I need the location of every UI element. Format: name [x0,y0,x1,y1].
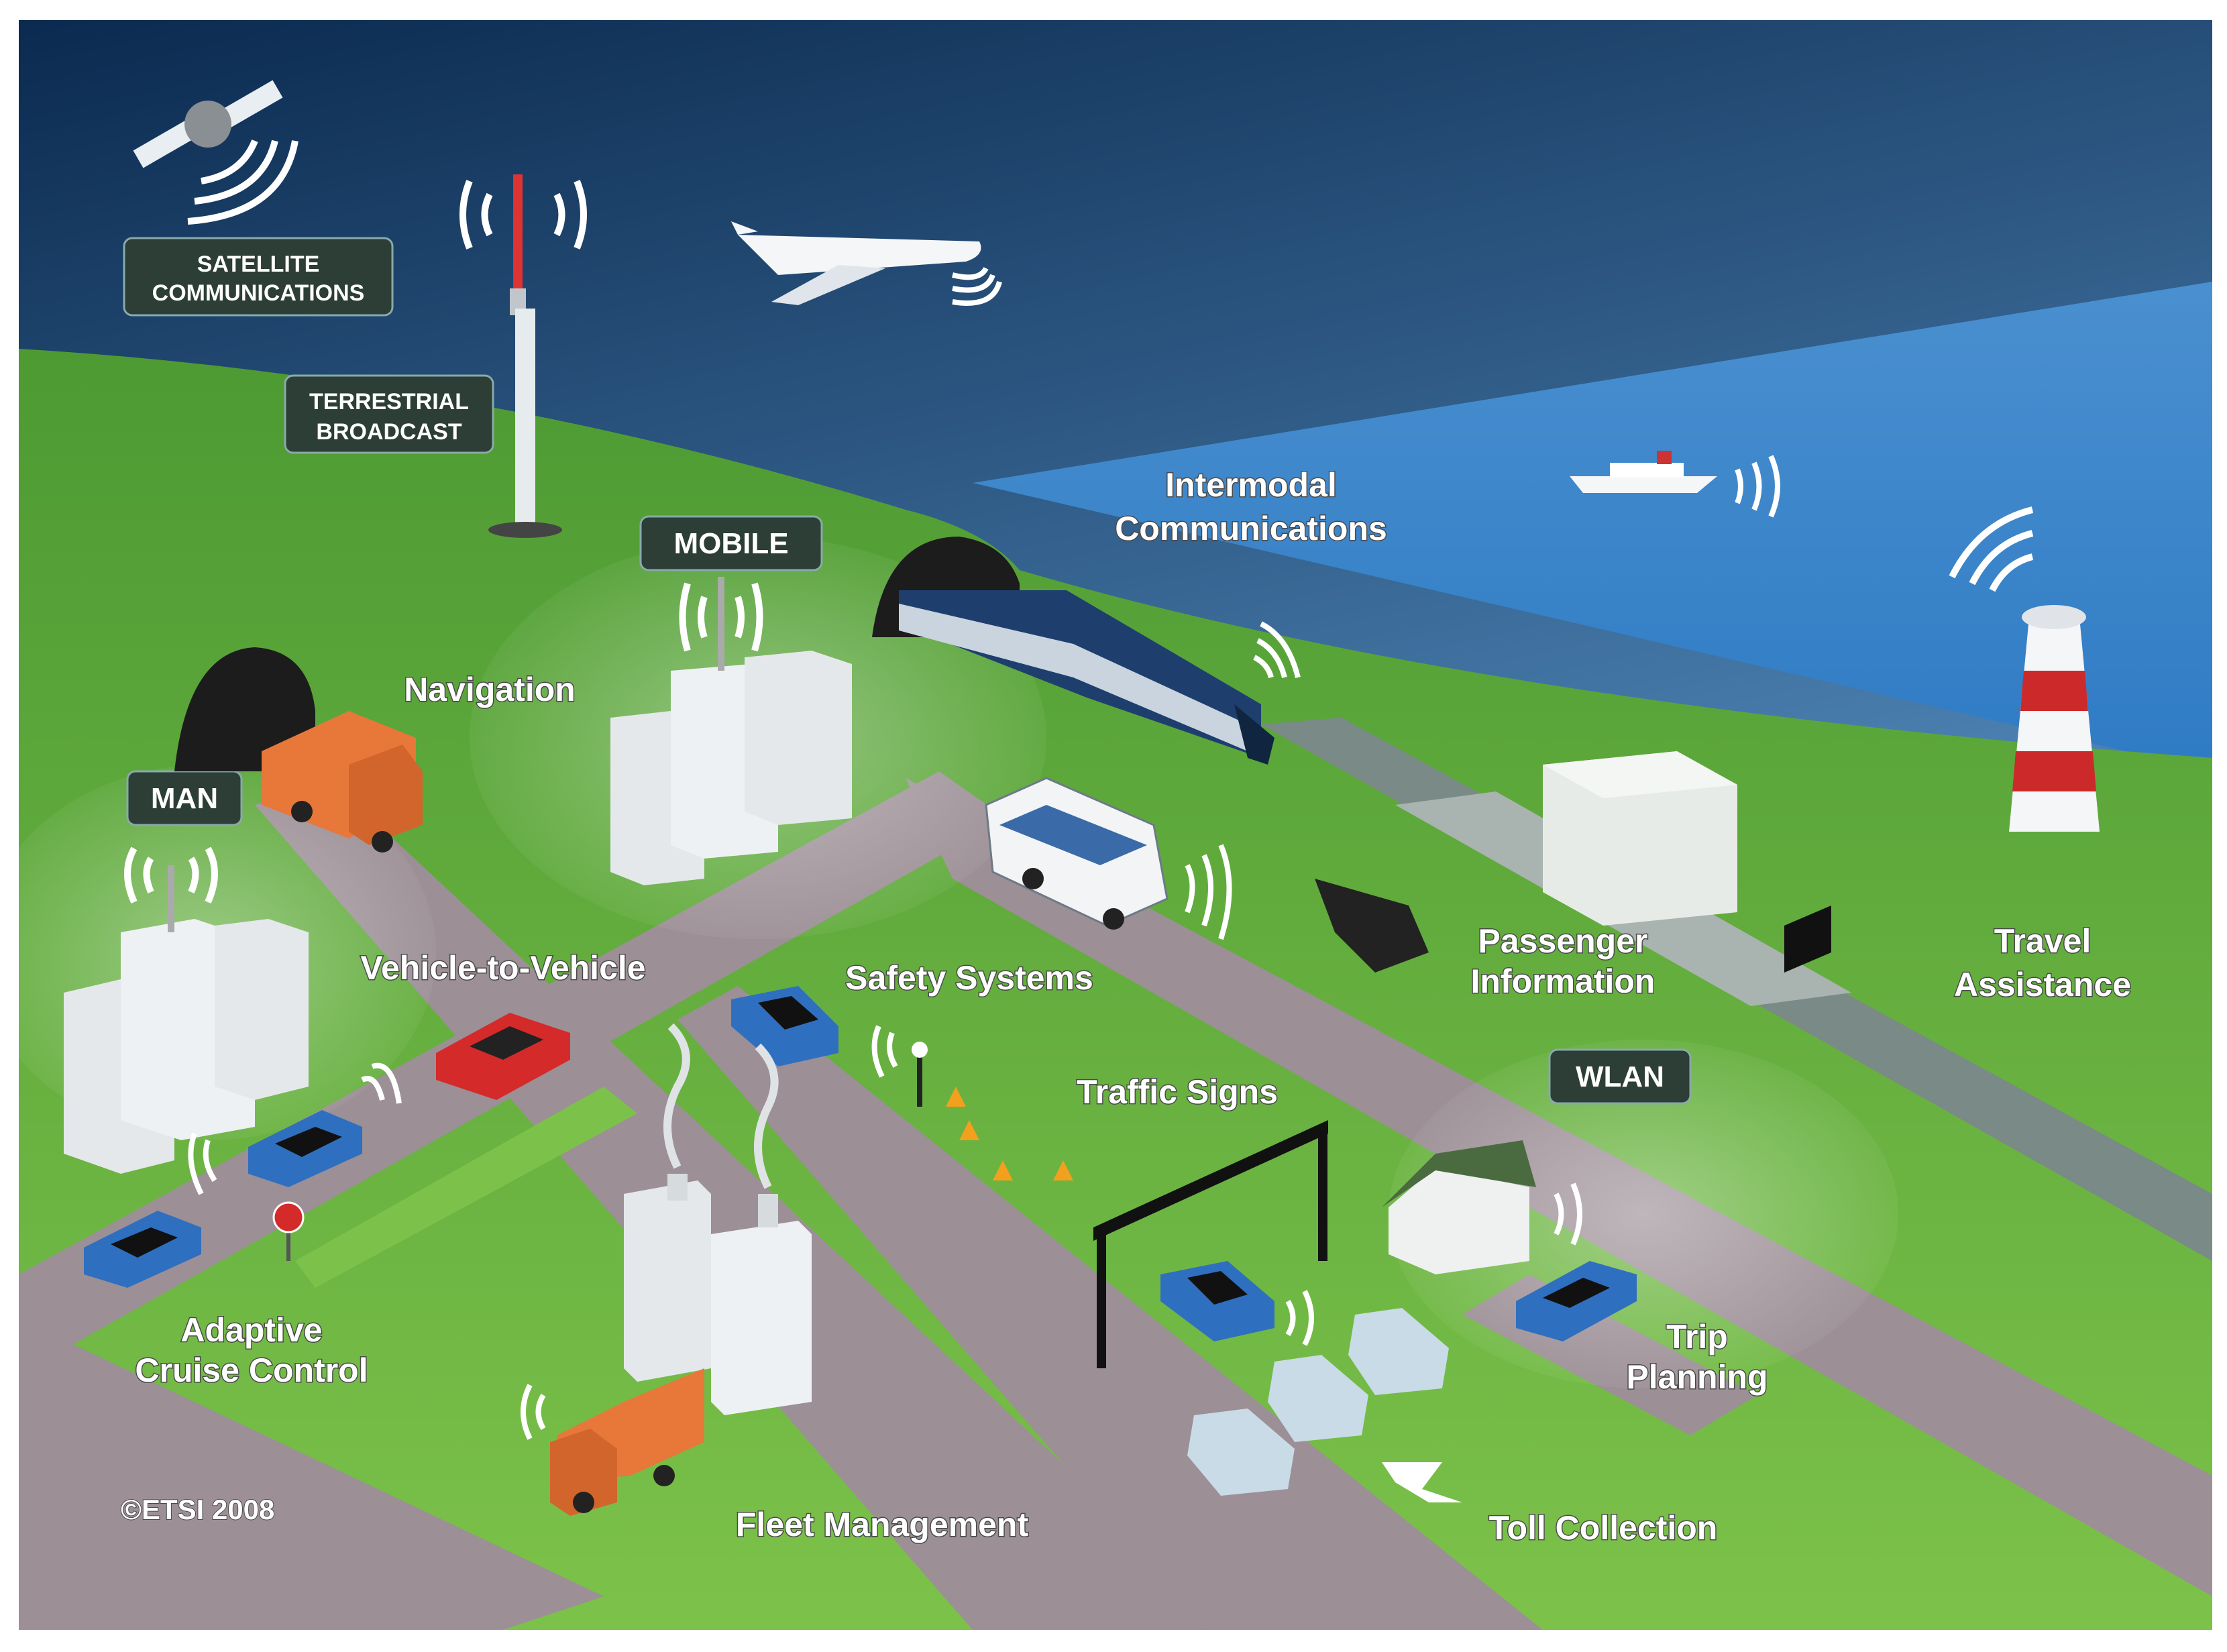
safety-systems-label: Safety Systems [845,959,1093,997]
building-icon [610,577,852,885]
traffic-signs-label: Traffic Signs [1077,1073,1278,1111]
car-icon [248,1110,362,1187]
broadcast-tower-icon [459,174,587,538]
toll-collection-label: Toll Collection [1489,1509,1718,1547]
passenger-label-line2: Information [1471,962,1655,1000]
street-lamp-icon [912,1042,928,1107]
car-icon [84,1211,201,1288]
vehicle-to-vehicle-label: Vehicle-to-Vehicle [360,949,645,987]
mobile-signal-waves-icon [679,582,763,652]
mobile-label: MOBILE [673,527,788,560]
lighthouse-icon [1949,506,2100,832]
factory-icon [624,1023,812,1415]
adaptive-label-line2: Cruise Control [135,1352,368,1389]
terrestrial-label-line2: BROADCAST [316,419,461,445]
airplane-icon [731,221,1002,306]
tunnel-icon [174,647,315,771]
traffic-cone-icon [946,1087,1073,1180]
building-icon [64,865,309,1174]
truck-icon [262,711,423,852]
intermodal-label-line1: Intermodal [1165,466,1337,504]
train-signal-waves-icon [1253,621,1301,679]
navigation-label: Navigation [404,671,576,708]
wlan-label: WLAN [1576,1060,1664,1093]
intermodal-label-line2: Communications [1115,510,1387,547]
grass-island [295,1087,637,1288]
fleet-signal-waves-icon [521,1384,546,1440]
travel-label-line1: Travel [1994,922,2092,960]
adaptive-label-line1: Adaptive [180,1311,322,1349]
man-badge: MAN [126,770,243,826]
house-icon [1382,1140,1536,1274]
station-icon [1315,751,1851,1006]
satellite-icon [133,80,298,225]
mobile-badge: MOBILE [639,515,823,571]
man-signal-waves-icon [124,846,218,904]
travel-label-line2: Assistance [1954,966,2131,1003]
satellite-label-line2: COMMUNICATIONS [152,280,365,306]
satellite-label-line1: SATELLITE [197,252,320,277]
satellite-badge: SATELLITE COMMUNICATIONS [123,237,394,317]
terrestrial-label-line1: TERRESTRIAL [309,389,469,415]
trip-label-line2: Planning [1626,1358,1768,1396]
toll-booth-icon [1187,1308,1449,1496]
v2v-signal-waves-icon [188,1025,1582,1346]
car-icon [1160,1261,1274,1341]
bus-icon [985,777,1169,930]
man-label: MAN [151,782,218,815]
passenger-label-line1: Passenger [1478,922,1648,960]
truck-icon [550,1368,704,1516]
terrestrial-badge: TERRESTRIAL BROADCAST [284,374,494,454]
ship-icon [1570,451,1780,518]
car-icon [436,1013,570,1100]
trip-label-line1: Trip [1666,1318,1728,1356]
wlan-badge: WLAN [1548,1048,1692,1105]
fleet-management-label: Fleet Management [736,1506,1029,1543]
car-icon [1516,1261,1637,1341]
toll-gantry-icon [1093,1120,1328,1368]
bus-signal-waves-icon [1185,844,1232,940]
copyright-label: ©ETSI 2008 [121,1494,274,1525]
toll-signal-icon [1382,1462,1462,1502]
train-icon [899,590,1274,765]
sea [973,282,2212,771]
stop-sign-icon [272,1201,305,1261]
